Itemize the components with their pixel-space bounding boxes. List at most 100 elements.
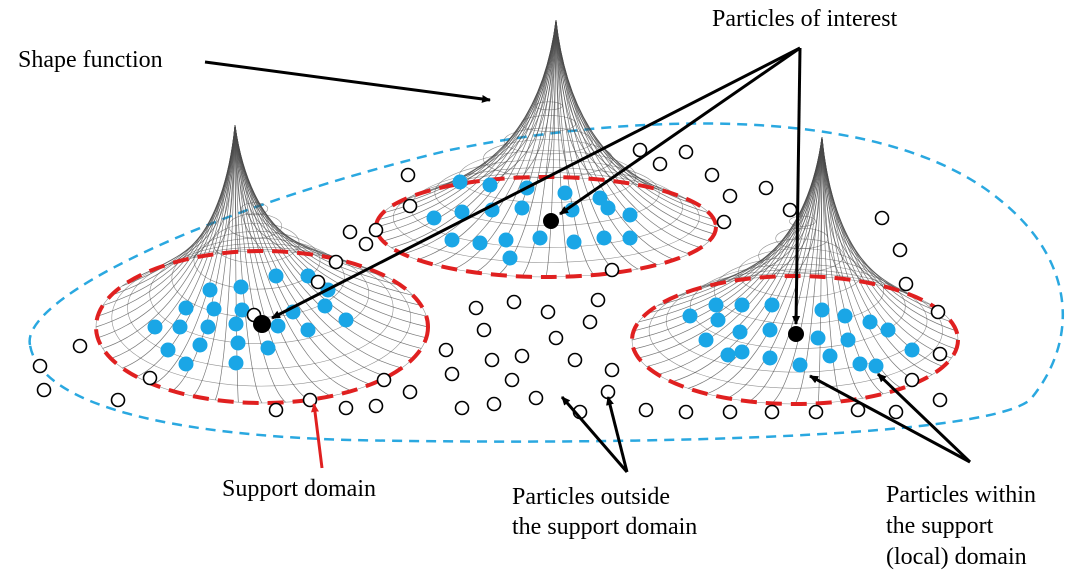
particle-outside: [898, 276, 914, 292]
mesh-line: [821, 136, 957, 332]
mesh-ring: [193, 231, 321, 290]
particle-within: [734, 297, 750, 313]
mesh-line: [821, 136, 919, 383]
mesh-line: [555, 19, 715, 221]
particle-within: [160, 342, 176, 358]
global-domain-boundary: [28, 122, 1065, 443]
particle-within: [178, 300, 194, 316]
particle-outside: [678, 404, 694, 420]
particle-outside: [514, 348, 530, 364]
particle-within: [230, 335, 246, 351]
particle-outside: [540, 304, 556, 320]
particle-outside: [722, 404, 738, 420]
particle-within: [514, 200, 530, 216]
particle-within: [592, 190, 608, 206]
mesh-line: [555, 19, 571, 178]
particle-within: [234, 302, 250, 318]
particle-within: [338, 312, 354, 328]
particle-outside: [632, 142, 648, 158]
particle-within: [734, 344, 750, 360]
arrow-outside-1: [560, 396, 629, 473]
mesh-line: [821, 136, 863, 283]
particle-within: [426, 210, 442, 226]
mesh-line: [521, 19, 557, 178]
particle-within: [172, 319, 188, 335]
mesh-line: [771, 136, 823, 277]
mesh-ring: [789, 215, 816, 227]
mesh-line: [821, 136, 884, 395]
mesh-line: [545, 19, 557, 178]
particle-of-interest-left: [253, 315, 271, 333]
label-outside-line2: the support domain: [512, 514, 698, 540]
label-particles-of-interest: Particles of interest: [712, 6, 898, 32]
mesh-ring: [127, 246, 394, 370]
arrows: [204, 46, 972, 473]
arrow-interest-left: [271, 46, 801, 320]
particle-outside: [402, 198, 418, 214]
particle-within: [822, 348, 838, 364]
particle-within: [206, 301, 222, 317]
particle-outside: [758, 180, 774, 196]
particle-outside: [368, 398, 384, 414]
particle-within: [710, 312, 726, 328]
particle-outside: [400, 167, 416, 183]
mesh-line: [417, 19, 557, 195]
particle-within: [444, 232, 460, 248]
mesh-ring: [392, 172, 700, 263]
particle-within: [270, 318, 286, 334]
particle-outside: [32, 358, 48, 374]
particle-outside: [600, 384, 616, 400]
label-particles-within: Particles within the support (local) dom…: [886, 480, 1036, 573]
particle-outside: [932, 346, 948, 362]
mesh-line: [234, 124, 263, 252]
particle-within: [502, 250, 518, 266]
mesh-line: [234, 124, 388, 278]
mesh-line: [375, 19, 557, 228]
particle-within: [268, 268, 284, 284]
mesh-line: [475, 19, 557, 182]
particle-within: [566, 234, 582, 250]
particle-outside: [72, 338, 88, 354]
particle-outside: [904, 372, 920, 388]
particle-outside: [528, 390, 544, 406]
particle-within: [764, 297, 780, 313]
arrow-outside-2: [606, 396, 629, 473]
mesh-line: [821, 136, 842, 279]
mesh-line: [234, 124, 286, 253]
mesh-line: [234, 124, 309, 255]
particle-outside: [454, 400, 470, 416]
mesh-ring: [240, 202, 269, 216]
mesh-line: [555, 19, 639, 270]
particle-within: [317, 298, 333, 314]
particle-outside: [358, 236, 374, 252]
mesh-line: [122, 124, 236, 287]
arrow-shape-function: [204, 60, 491, 103]
mesh-line: [391, 19, 557, 207]
particle-outside: [548, 330, 564, 346]
mesh-line: [453, 19, 557, 186]
particle-within: [178, 356, 194, 372]
mesh-line: [234, 124, 388, 378]
particle-outside: [484, 352, 500, 368]
particle-within: [147, 319, 163, 335]
label-support-domain: Support domain: [222, 476, 376, 502]
particle-within: [708, 297, 724, 313]
particle-within: [762, 322, 778, 338]
particle-outside: [486, 396, 502, 412]
label-shape-function: Shape function: [18, 47, 163, 73]
mesh-line: [817, 136, 823, 277]
particle-within: [622, 230, 638, 246]
mesh-line: [794, 136, 823, 277]
label-within-line3: (local) domain: [886, 544, 1027, 570]
mesh-line: [771, 136, 823, 404]
particle-within: [452, 174, 468, 190]
particle-outside: [808, 404, 824, 420]
mesh-line: [402, 19, 557, 201]
mesh-line: [706, 136, 823, 287]
particle-outside: [36, 382, 52, 398]
particle-within: [762, 350, 778, 366]
particle-within: [720, 347, 736, 363]
mesh-line: [234, 124, 427, 317]
mesh-line: [234, 124, 402, 287]
support-domain-left: [94, 249, 430, 405]
